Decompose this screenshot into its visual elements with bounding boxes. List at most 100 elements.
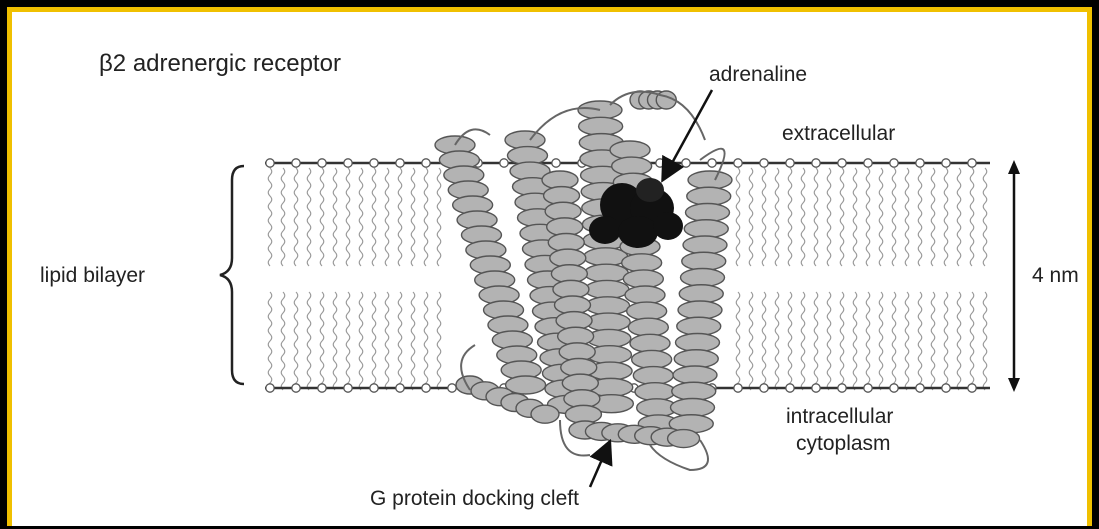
lipid-headgroup <box>942 159 950 167</box>
receptor-protein <box>435 91 732 470</box>
lipid-tail <box>398 292 402 390</box>
lipid-tail <box>411 292 415 390</box>
lipid-tail <box>307 168 311 266</box>
lipid-headgroup <box>682 159 690 167</box>
lipid-headgroup <box>942 384 950 392</box>
lipid-headgroup <box>838 384 846 392</box>
lipid-bilayer-label: lipid bilayer <box>40 265 145 286</box>
lipid-tail <box>944 292 948 390</box>
cleft-pointer <box>590 448 607 487</box>
lipid-tail <box>840 292 844 390</box>
lipid-tail <box>762 168 766 266</box>
lipid-tail <box>294 168 298 266</box>
lipid-tail <box>892 168 896 266</box>
lipid-tail <box>970 292 974 390</box>
g-protein-cleft-label: G protein docking cleft <box>370 488 579 509</box>
lipid-tail <box>346 292 350 390</box>
lipid-headgroup <box>266 384 274 392</box>
lipid-tail <box>411 168 415 266</box>
lipid-headgroup <box>916 384 924 392</box>
lipid-headgroup <box>838 159 846 167</box>
lipid-headgroup <box>396 159 404 167</box>
lipid-headgroup <box>760 159 768 167</box>
figure-title: β2 adrenergic receptor <box>99 52 341 76</box>
lipid-headgroup <box>422 159 430 167</box>
lipid-tail <box>775 292 779 390</box>
lipid-tail <box>892 292 896 390</box>
lipid-headgroup <box>318 159 326 167</box>
lipid-tail <box>905 292 909 390</box>
bilayer-bracket <box>220 166 244 384</box>
lipid-headgroup <box>266 159 274 167</box>
lipid-tail <box>931 168 935 266</box>
lipid-tail <box>749 168 753 266</box>
lipid-headgroup <box>968 384 976 392</box>
lipid-headgroup <box>292 384 300 392</box>
lipid-tail <box>346 168 350 266</box>
lipid-headgroup <box>708 159 716 167</box>
lipid-headgroup <box>396 384 404 392</box>
lipid-headgroup <box>292 159 300 167</box>
adrenaline-label: adrenaline <box>709 64 807 85</box>
lipid-tail <box>983 292 987 390</box>
lipid-tail <box>801 168 805 266</box>
lipid-tail <box>281 168 285 266</box>
lipid-headgroup <box>890 159 898 167</box>
lipid-headgroup <box>734 159 742 167</box>
lipid-tail <box>320 168 324 266</box>
lipid-tail <box>970 168 974 266</box>
lipid-tail <box>879 168 883 266</box>
lipid-tail <box>398 168 402 266</box>
cytoplasm-label: cytoplasm <box>796 433 891 454</box>
lipid-headgroup <box>552 159 560 167</box>
lipid-tail <box>372 292 376 390</box>
lipid-headgroup <box>344 384 352 392</box>
lipid-headgroup <box>864 159 872 167</box>
lipid-headgroup <box>370 159 378 167</box>
lipid-tail <box>333 168 337 266</box>
lipid-tail <box>957 168 961 266</box>
lipid-headgroup <box>812 159 820 167</box>
lipid-tail <box>918 168 922 266</box>
lipid-headgroup <box>916 159 924 167</box>
lipid-tail <box>736 292 740 390</box>
lipid-tail <box>827 168 831 266</box>
lipid-headgroup <box>864 384 872 392</box>
lipid-tail <box>853 168 857 266</box>
lipid-tail <box>775 168 779 266</box>
lipid-tail <box>788 168 792 266</box>
lipid-tail <box>424 168 428 266</box>
lipid-tail <box>268 292 272 390</box>
lipid-headgroup <box>318 384 326 392</box>
lipid-tail <box>918 292 922 390</box>
lipid-headgroup <box>500 159 508 167</box>
lipid-tail <box>983 168 987 266</box>
lipid-tail <box>866 292 870 390</box>
lipid-tail <box>359 168 363 266</box>
lipid-tail <box>866 168 870 266</box>
thickness-arrow-top <box>1008 160 1020 174</box>
lipid-headgroup <box>656 159 664 167</box>
lipid-tail <box>788 292 792 390</box>
lipid-tail <box>801 292 805 390</box>
lipid-tail <box>736 168 740 266</box>
lipid-tail <box>762 292 766 390</box>
lipid-tail <box>879 292 883 390</box>
lipid-tail <box>840 168 844 266</box>
lipid-tail <box>905 168 909 266</box>
lipid-tail <box>424 292 428 390</box>
lipid-headgroup <box>760 384 768 392</box>
thickness-arrow-bottom <box>1008 378 1020 392</box>
lipid-headgroup <box>968 159 976 167</box>
thickness-label: 4 nm <box>1032 265 1079 286</box>
lipid-tail <box>320 292 324 390</box>
lipid-headgroup <box>422 384 430 392</box>
lipid-tail <box>307 292 311 390</box>
lipid-tail <box>372 168 376 266</box>
lipid-tail <box>294 292 298 390</box>
lipid-tail <box>268 168 272 266</box>
lipid-headgroup <box>448 384 456 392</box>
lipid-tail <box>281 292 285 390</box>
